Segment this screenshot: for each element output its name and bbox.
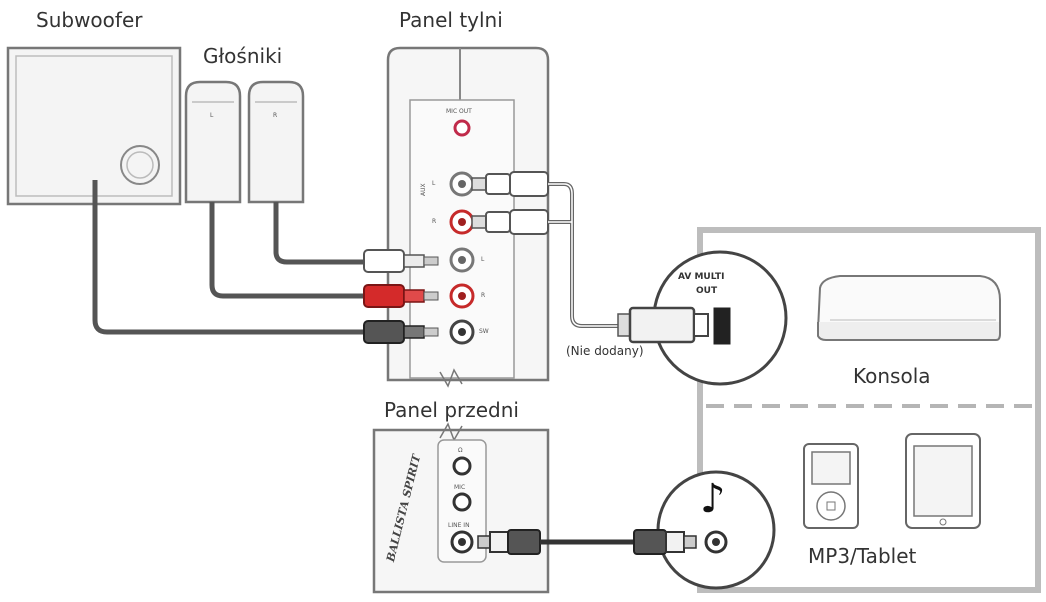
cable-speaker-right	[273, 202, 370, 265]
line-in-plug-left	[477, 529, 541, 555]
headphones-label: Ω	[458, 447, 463, 454]
back-panel-label: Panel tylni	[399, 8, 503, 32]
subwoofer-label: Subwoofer	[36, 8, 143, 32]
plug-right-red	[363, 284, 439, 308]
plug-left-white	[363, 249, 439, 273]
aux-label: AUX	[420, 183, 427, 196]
headphones-jack	[452, 456, 472, 476]
subwoofer-driver	[120, 145, 160, 185]
speaker-left	[184, 80, 242, 204]
music-note-icon: ♪	[700, 476, 726, 522]
mic-label: MIC	[454, 484, 466, 491]
cable-speaker-left	[209, 202, 370, 299]
mp3-tablet-label: MP3/Tablet	[808, 544, 917, 568]
mic-out-label: MIC OUT	[446, 108, 472, 115]
line-in-label: LINE IN	[448, 522, 470, 529]
out-l-label: L	[481, 256, 485, 263]
aux-r-label: R	[432, 218, 437, 225]
mic-out-jack	[453, 119, 471, 137]
av-multi-out-line1: AV MULTI	[678, 272, 725, 282]
front-panel-label: Panel przedni	[384, 398, 519, 422]
console-device	[816, 275, 1001, 341]
console-label: Konsola	[853, 364, 931, 388]
subwoofer-box	[6, 46, 182, 206]
out-r-label: R	[481, 292, 486, 299]
mp3-player	[803, 443, 859, 529]
cable-subwoofer	[92, 180, 370, 335]
not-included-label: (Nie dodany)	[566, 344, 644, 358]
aux-plug-white	[471, 171, 549, 197]
speaker-right	[247, 80, 305, 204]
plug-subwoofer-dark	[363, 320, 439, 344]
aux-cable	[548, 182, 622, 328]
av-multi-out-plug	[617, 306, 731, 345]
aux-l-label: L	[432, 180, 436, 187]
mic-jack	[452, 492, 472, 512]
out-sw-label: SW	[479, 328, 489, 335]
speakers-label: Głośniki	[203, 44, 283, 68]
aux-plug-red	[471, 209, 549, 235]
av-multi-out-line2: OUT	[696, 286, 718, 296]
speaker-left-mark: L	[210, 112, 214, 119]
tablet-device	[905, 433, 981, 529]
speaker-right-mark: R	[273, 112, 278, 119]
line-in-plug-right	[633, 529, 697, 555]
